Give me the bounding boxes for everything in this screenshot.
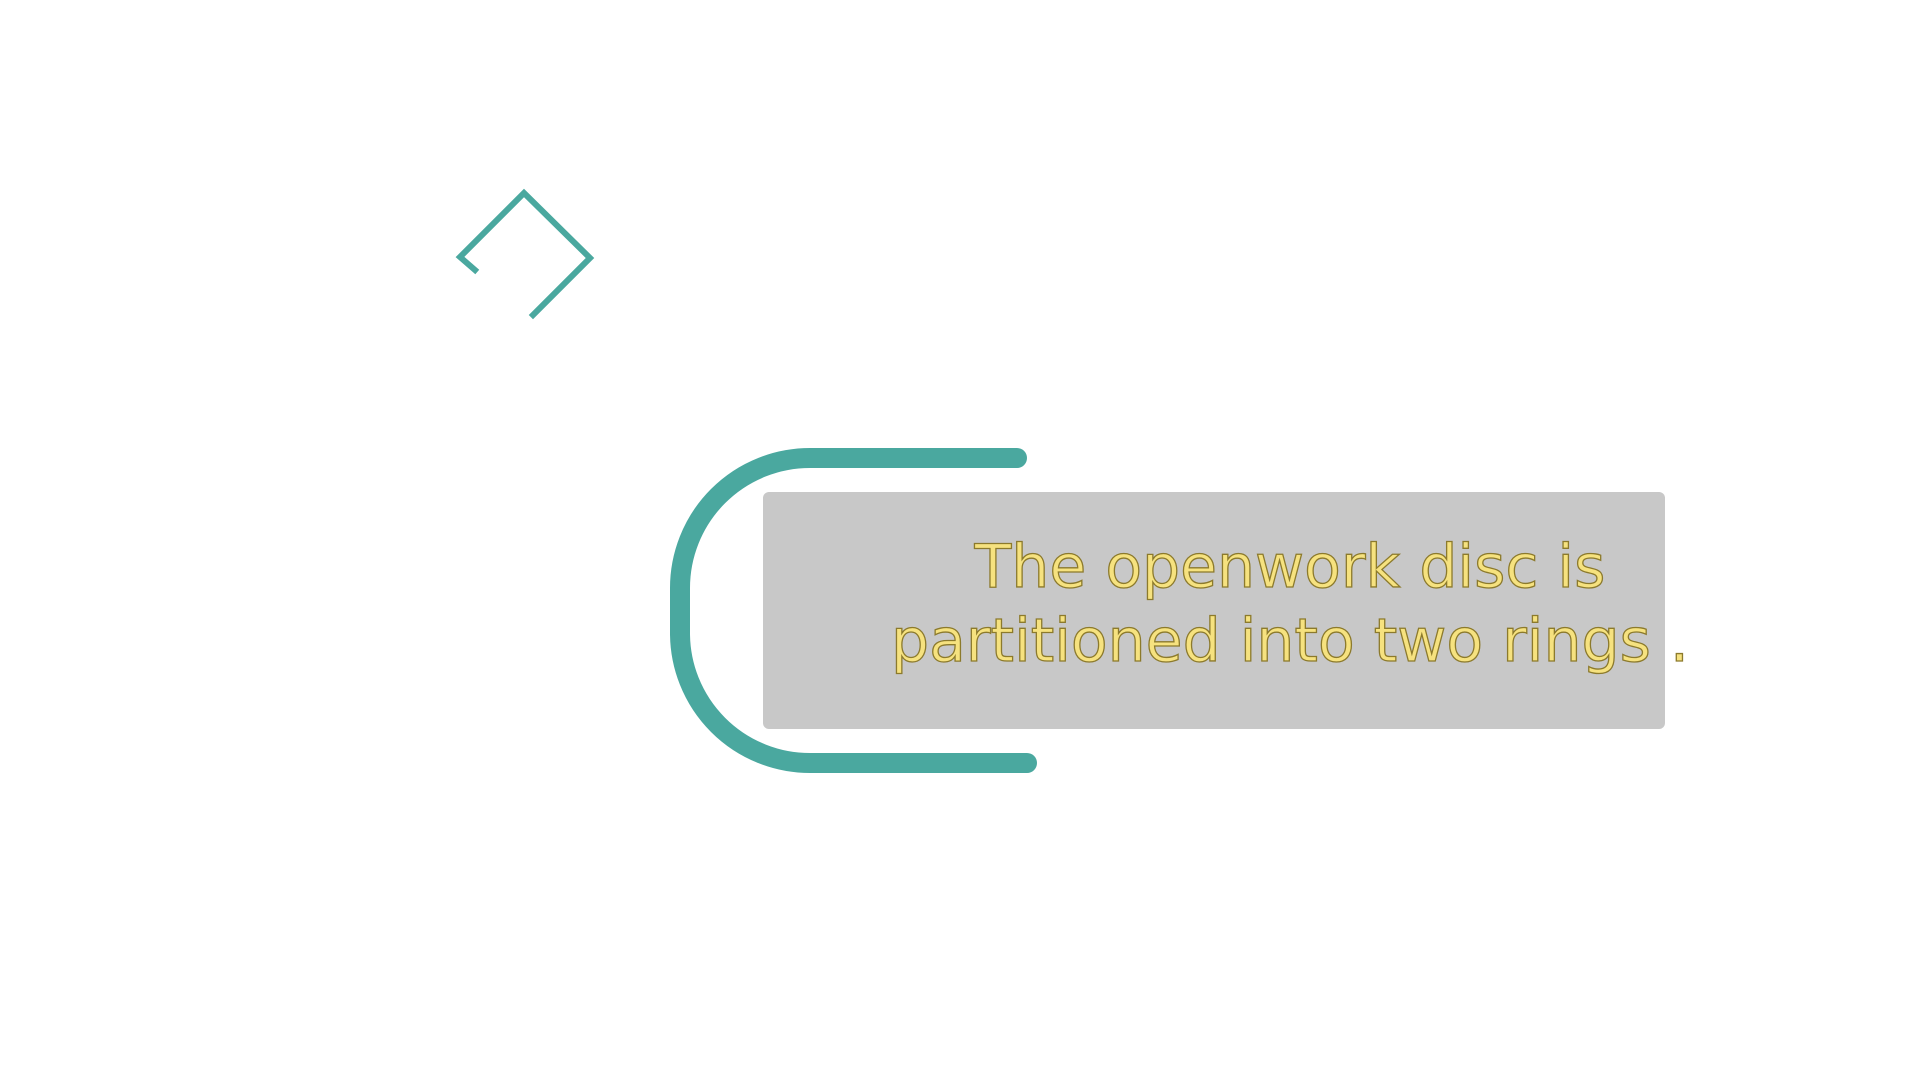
caption-box	[763, 492, 1665, 729]
caption-text: The openwork disc is partitioned into tw…	[890, 531, 1689, 676]
